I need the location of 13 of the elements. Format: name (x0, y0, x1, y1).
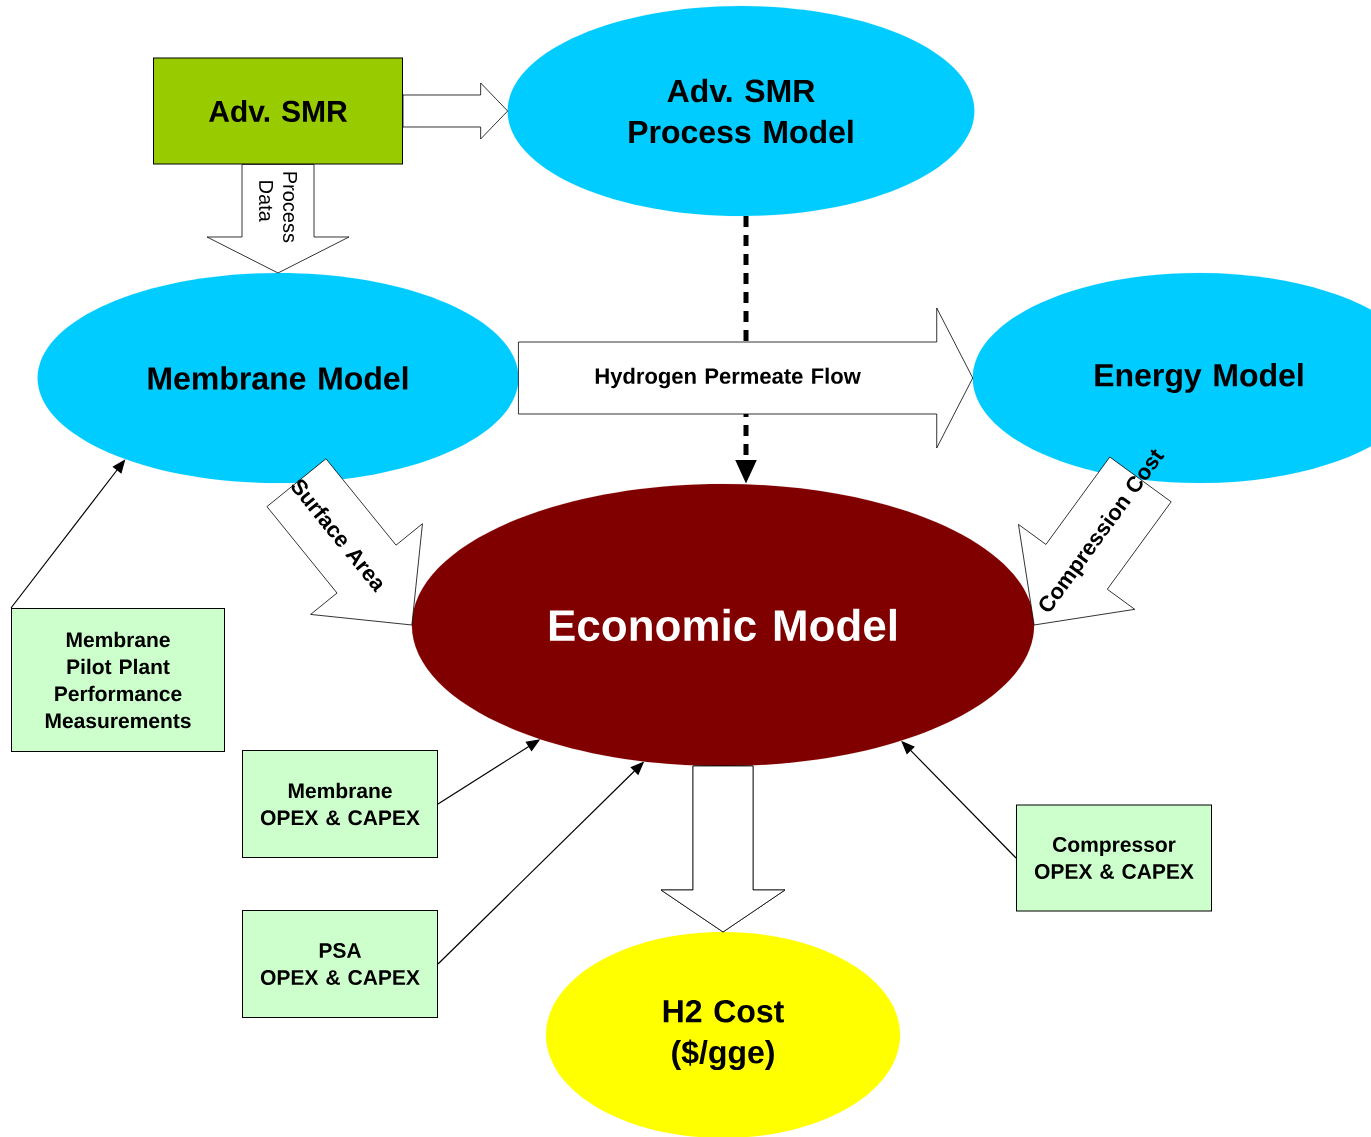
input-box: Membrane Pilot Plant Performance Measurements (11, 608, 225, 752)
edge-label: Process Data (259, 172, 297, 243)
process-box: Adv. SMR (153, 57, 403, 165)
input-box: Membrane OPEX & CAPEX (242, 750, 438, 858)
block-arrow (266, 458, 423, 626)
block-arrow (402, 82, 509, 140)
input-box: PSA OPEX & CAPEX (242, 910, 438, 1018)
input-box: Compressor OPEX & CAPEX (1016, 804, 1212, 912)
block-arrow (518, 307, 974, 449)
block-arrow (1018, 456, 1172, 626)
edge-label: Hydrogen Permeate Flow (595, 367, 861, 389)
block-arrow (206, 164, 350, 274)
block-arrow (660, 765, 786, 933)
